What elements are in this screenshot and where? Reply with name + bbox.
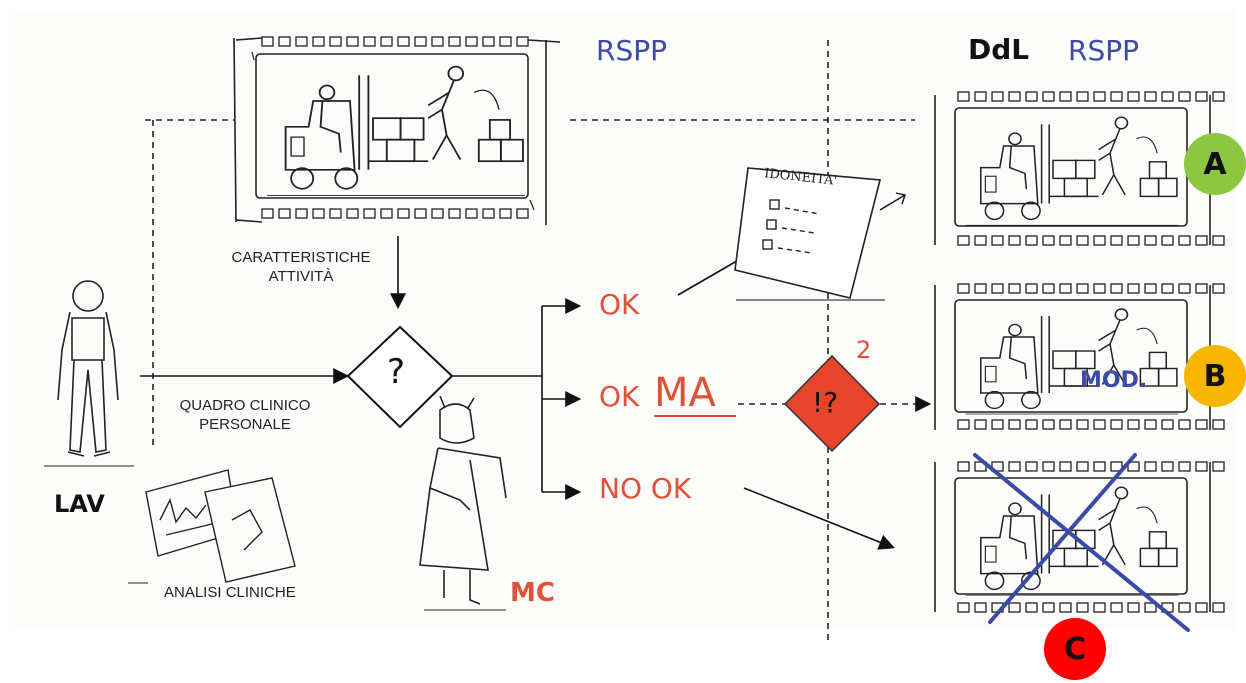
decision-symbol: ? bbox=[387, 352, 406, 392]
badge-a: A bbox=[1184, 133, 1246, 195]
quadro-clinico-label: QUADRO CLINICO PERSONALE bbox=[179, 397, 311, 433]
document-icon bbox=[734, 167, 882, 299]
ok-label: OK bbox=[599, 288, 640, 321]
lab-charts-icon bbox=[145, 469, 296, 583]
rspp-top-label: RSPP bbox=[596, 34, 667, 67]
decision-diamond bbox=[346, 325, 454, 429]
worker-figure-icon bbox=[57, 280, 119, 457]
ddl-label: DdL bbox=[968, 33, 1030, 66]
warning-index: 2 bbox=[856, 336, 872, 364]
lav-label: LAV bbox=[54, 490, 105, 518]
film-strip-icon bbox=[233, 36, 561, 225]
badge-c: C bbox=[1044, 618, 1106, 680]
analisi-cliniche-label: ANALISI CLINICHE bbox=[164, 584, 296, 601]
ok-ma-prefix: OK bbox=[599, 380, 640, 413]
cross-out-icon bbox=[973, 453, 1190, 632]
ma-label: MA bbox=[654, 370, 716, 416]
caratteristiche-label: CARATTERISTICHE ATTIVITÀ bbox=[231, 249, 371, 285]
doctor-figure-icon bbox=[419, 395, 507, 605]
no-ok-label: NO OK bbox=[599, 472, 692, 505]
badge-b: B bbox=[1184, 345, 1246, 407]
film-strip-icon bbox=[934, 461, 1225, 613]
dashed-guides bbox=[145, 40, 932, 640]
mc-label: MC bbox=[510, 578, 555, 608]
warning-symbol: !? bbox=[812, 386, 839, 419]
warning-diamond bbox=[783, 354, 881, 453]
mod-label: MOD. bbox=[1080, 368, 1148, 393]
rspp-right-label: RSPP bbox=[1068, 34, 1139, 67]
